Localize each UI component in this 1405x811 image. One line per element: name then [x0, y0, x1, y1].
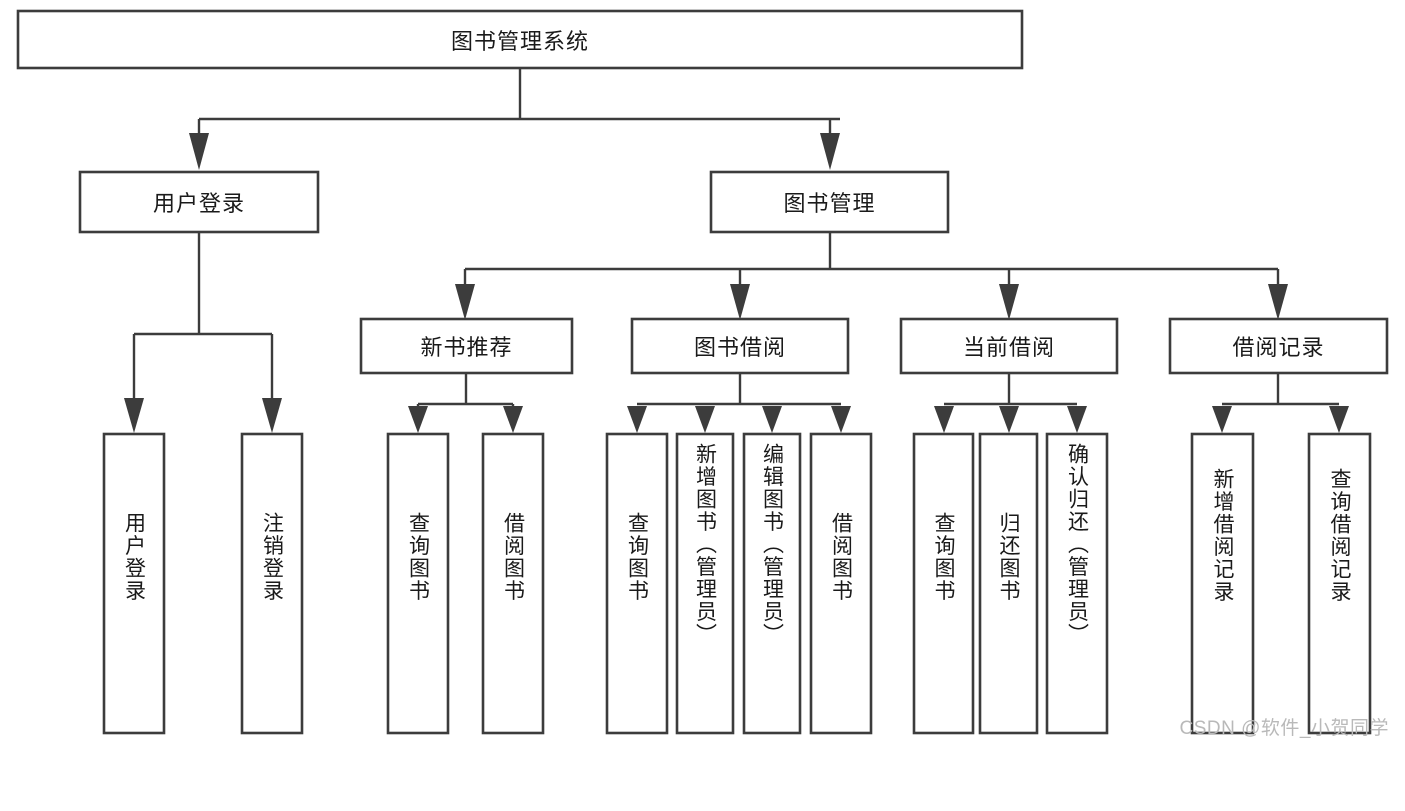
- leaf-recommend-1[interactable]: [386, 432, 450, 735]
- node-borrow-record[interactable]: [1168, 317, 1389, 375]
- leaf-record-2[interactable]: [1307, 432, 1372, 735]
- arrow-current-leaf-3: [1067, 406, 1087, 433]
- arrow-borrow-leaf-3: [762, 406, 782, 433]
- arrow-root-to-bookmgmt: [820, 133, 840, 170]
- arrow-current-leaf-2: [999, 406, 1019, 433]
- arrow-bookmgmt-child-2: [730, 284, 750, 320]
- tree-diagram-svg: [16, 9, 1389, 735]
- arrow-recommend-leaf-2: [503, 406, 523, 433]
- arrow-borrow-leaf-2: [695, 406, 715, 433]
- node-user-login[interactable]: [78, 170, 320, 234]
- node-root-system[interactable]: [16, 9, 1024, 70]
- leaf-user-login-1[interactable]: [102, 432, 166, 735]
- arrow-login-leaf-2: [262, 398, 282, 433]
- node-book-borrow[interactable]: [630, 317, 850, 375]
- node-book-management[interactable]: [709, 170, 950, 234]
- arrow-borrow-leaf-4: [831, 406, 851, 433]
- arrow-record-leaf-2: [1329, 406, 1349, 433]
- arrow-login-leaf-1: [124, 398, 144, 433]
- leaf-current-2[interactable]: [978, 432, 1039, 735]
- diagram-canvas: 图书管理系统 用户登录 图书管理 新书推荐 图书借阅 当前借阅 借阅记录 用户登…: [16, 9, 1389, 739]
- arrow-record-leaf-1: [1212, 406, 1232, 433]
- leaf-borrow-2[interactable]: [675, 432, 735, 735]
- arrow-bookmgmt-child-3: [999, 284, 1019, 320]
- csdn-watermark: CSDN @软件_小贺同学: [1179, 718, 1389, 739]
- leaf-recommend-2[interactable]: [481, 432, 545, 735]
- arrow-root-to-login: [189, 133, 209, 170]
- node-current-borrow[interactable]: [899, 317, 1119, 375]
- arrow-bookmgmt-child-1: [455, 284, 475, 320]
- leaf-borrow-4[interactable]: [809, 432, 873, 735]
- leaf-record-1[interactable]: [1190, 432, 1255, 735]
- arrow-current-leaf-1: [934, 406, 954, 433]
- arrow-borrow-leaf-1: [627, 406, 647, 433]
- leaf-borrow-3[interactable]: [742, 432, 802, 735]
- arrow-recommend-leaf-1: [408, 406, 428, 433]
- leaf-current-1[interactable]: [912, 432, 975, 735]
- leaf-current-3[interactable]: [1045, 432, 1109, 735]
- leaf-user-login-2[interactable]: [240, 432, 304, 735]
- arrow-bookmgmt-child-4: [1268, 284, 1288, 320]
- leaf-borrow-1[interactable]: [605, 432, 669, 735]
- node-new-book-recommend[interactable]: [359, 317, 574, 375]
